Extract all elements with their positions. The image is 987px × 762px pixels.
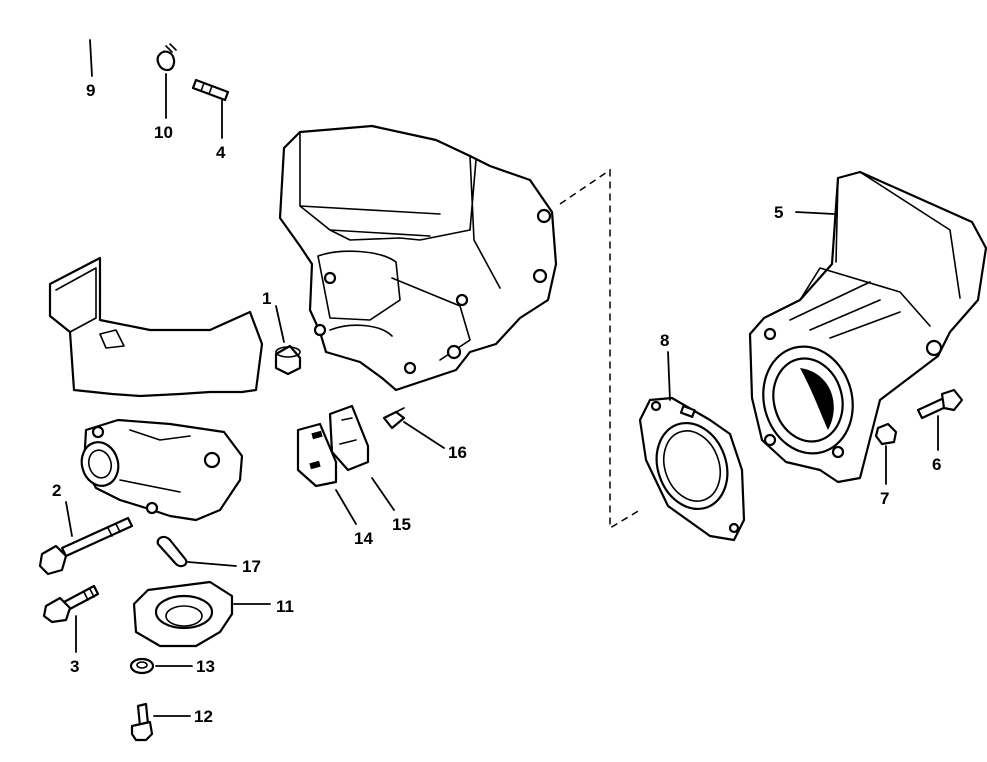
part-9-tube <box>15 4 147 111</box>
callout-10: 10 <box>154 123 173 142</box>
part-6-bolt <box>916 388 964 420</box>
callout-12: 12 <box>194 707 213 726</box>
part-17-link <box>156 535 188 568</box>
callout-17: 17 <box>242 557 261 576</box>
callout-1: 1 <box>262 289 271 308</box>
callout-5: 5 <box>774 203 783 222</box>
part-12-small-bolt <box>130 702 154 742</box>
leader-lines <box>65 39 939 717</box>
part-2-long-bolt <box>38 516 134 576</box>
part-14-reed-plate <box>296 422 338 488</box>
callout-labels: 9 10 4 1 5 8 16 6 7 2 15 14 17 11 3 13 1… <box>52 81 941 726</box>
part-13-nut <box>129 657 155 675</box>
part-15-reed-stop <box>328 404 370 472</box>
crankcase-half <box>278 124 558 392</box>
callout-2: 2 <box>52 481 61 500</box>
alignment-dashed-line <box>559 168 641 530</box>
callout-14: 14 <box>354 529 373 548</box>
callout-8: 8 <box>660 331 669 350</box>
part-5-housing <box>748 170 987 484</box>
part-8-gasket <box>638 396 746 542</box>
callout-4: 4 <box>216 143 226 162</box>
part-7-nut <box>874 422 898 446</box>
part-16-screw <box>382 407 406 430</box>
callout-6: 6 <box>932 455 941 474</box>
callout-7: 7 <box>880 489 889 508</box>
crankcase-lower <box>48 256 264 522</box>
part-3-short-bolt <box>42 584 100 624</box>
part-1-bushing <box>274 344 302 376</box>
callout-15: 15 <box>392 515 411 534</box>
part-11-flange <box>132 580 234 648</box>
callout-13: 13 <box>196 657 215 676</box>
part-4-stud <box>191 78 230 102</box>
callout-3: 3 <box>70 657 79 676</box>
callout-11: 11 <box>276 597 294 616</box>
callout-16: 16 <box>448 443 467 462</box>
part-10-clamp <box>156 43 177 72</box>
callout-9: 9 <box>86 81 95 100</box>
